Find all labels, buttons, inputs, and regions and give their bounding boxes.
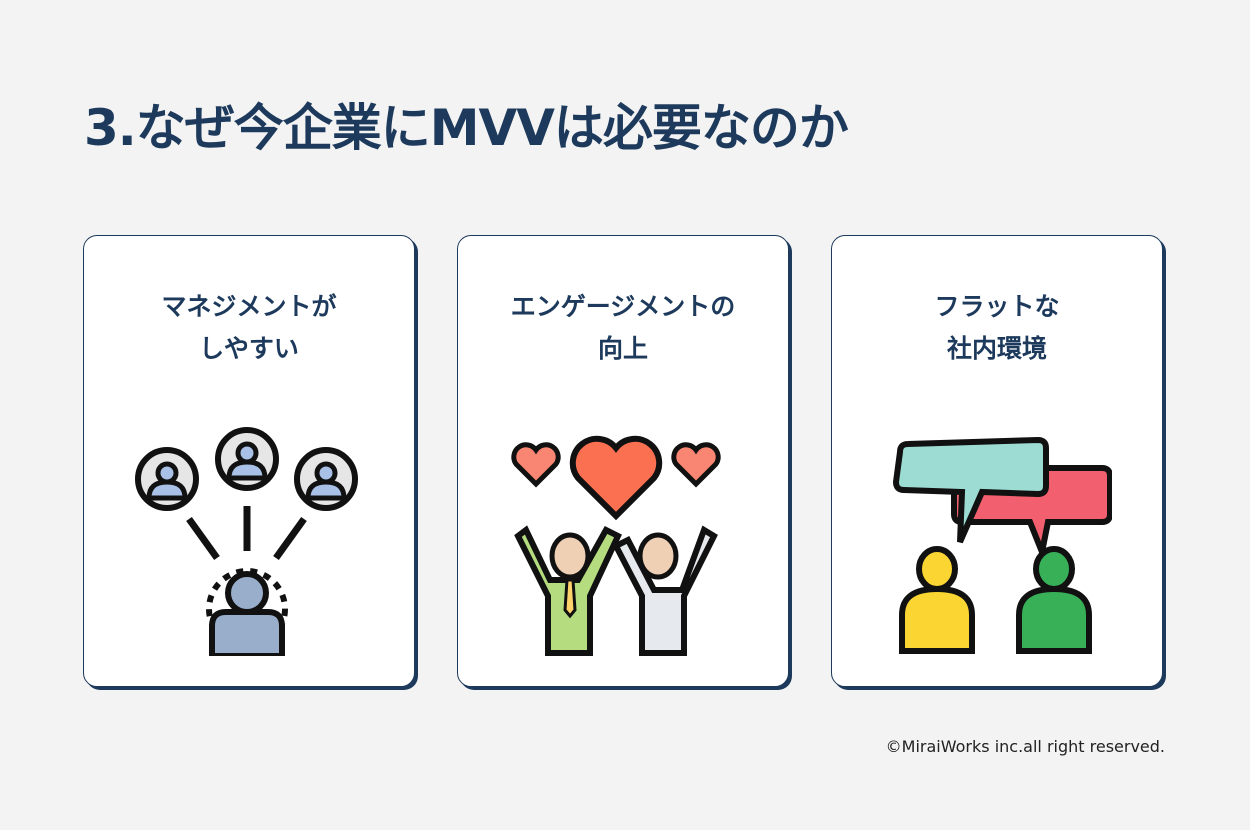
management-network-icon bbox=[135, 427, 358, 656]
card-title-line1: マネジメントが bbox=[161, 292, 337, 321]
card-title: マネジメントが しやすい bbox=[84, 286, 414, 370]
card-title: フラットな 社内環境 bbox=[832, 286, 1162, 370]
card-management: マネジメントが しやすい bbox=[83, 235, 415, 687]
engagement-hearts-icon bbox=[511, 435, 721, 656]
card-engagement: エンゲージメントの 向上 bbox=[457, 235, 789, 687]
copyright: ©MiraiWorks inc.all right reserved. bbox=[885, 737, 1165, 756]
card-title-line1: エンゲージメントの bbox=[510, 292, 736, 321]
card-title-line2: 向上 bbox=[597, 334, 648, 363]
page-title: 3.なぜ今企業にMVVは必要なのか bbox=[84, 99, 849, 157]
conversation-icon bbox=[892, 436, 1112, 654]
card-title-line2: 社内環境 bbox=[946, 334, 1047, 363]
card-title: エンゲージメントの 向上 bbox=[458, 286, 788, 370]
card-flat-environment: フラットな 社内環境 bbox=[831, 235, 1163, 687]
card-title-line1: フラットな bbox=[934, 292, 1060, 321]
card-title-line2: しやすい bbox=[199, 334, 299, 363]
